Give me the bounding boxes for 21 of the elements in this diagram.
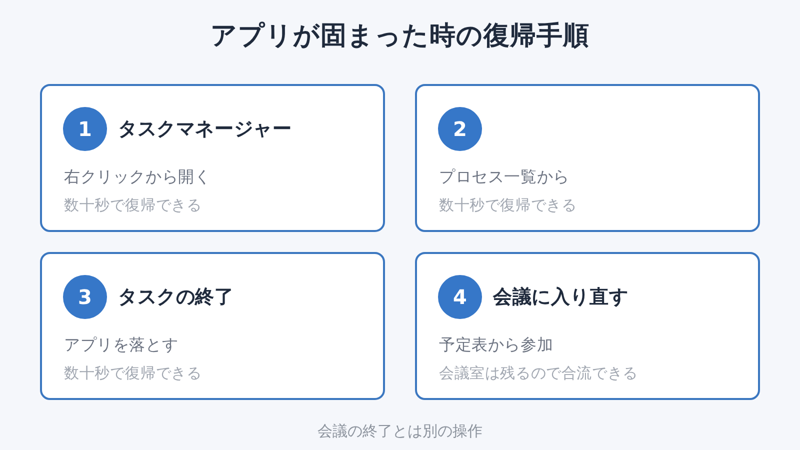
- step-number: 1: [63, 107, 107, 151]
- step-description: プロセス一覧から: [439, 166, 570, 188]
- step-number: 3: [63, 275, 107, 319]
- step-card: [415, 84, 760, 232]
- step-note: 数十秒で復帰できる: [439, 195, 577, 216]
- title: アプリが固まった時の復帰手順: [210, 20, 590, 53]
- step-description: 予定表から参加: [439, 334, 554, 356]
- step-heading: 会議に入り直す: [493, 285, 628, 309]
- step-number: 2: [438, 107, 482, 151]
- step-heading: タスクマネージャー: [118, 117, 292, 141]
- step-heading: タスクの終了: [118, 285, 234, 309]
- step-card: [40, 84, 385, 232]
- caption: 会議の終了とは別の操作: [318, 421, 482, 442]
- step-description: 右クリックから開く: [64, 166, 211, 188]
- step-note: 数十秒で復帰できる: [64, 363, 202, 384]
- step-description: アプリを落とす: [64, 334, 178, 356]
- step-note: 数十秒で復帰できる: [64, 195, 202, 216]
- step-card: [415, 252, 760, 400]
- step-note: 会議室は残るので合流できる: [439, 363, 638, 384]
- step-number: 4: [438, 275, 482, 319]
- step-card: [40, 252, 385, 400]
